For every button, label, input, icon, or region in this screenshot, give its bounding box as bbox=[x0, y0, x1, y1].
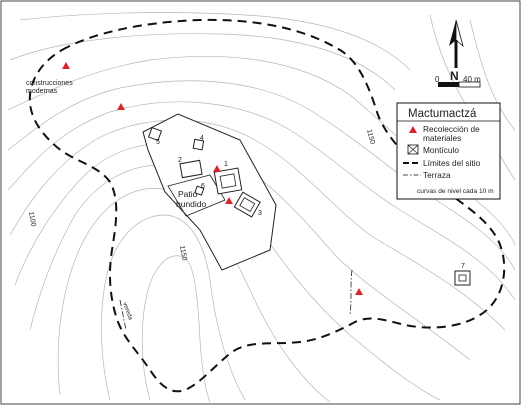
mound-2: 2 bbox=[178, 157, 203, 179]
mound-label: 1 bbox=[224, 161, 228, 168]
mound-3: 3 bbox=[233, 191, 262, 218]
collection-triangle-icon bbox=[62, 62, 70, 69]
scale-end-label: 40 m bbox=[463, 75, 481, 84]
legend-title: Mactumactzá bbox=[408, 108, 477, 120]
mound-5: 5 bbox=[147, 126, 163, 146]
collection-triangle-icon bbox=[117, 103, 125, 110]
mound-label: 6 bbox=[201, 183, 205, 190]
mound-7: 7 bbox=[454, 263, 471, 286]
scale-bar: 0 40 m bbox=[435, 75, 481, 88]
legend-item-label: Límites del sitio bbox=[423, 158, 481, 168]
legend-item-label: Terraza bbox=[423, 170, 451, 180]
mound-6: 6 bbox=[194, 183, 205, 196]
north-label: N bbox=[450, 69, 459, 83]
mound-label: 5 bbox=[156, 139, 160, 146]
scale-start-label: 0 bbox=[435, 75, 440, 84]
terrace-line bbox=[119, 299, 127, 331]
legend-triangle-icon bbox=[409, 126, 417, 133]
main-platform bbox=[142, 113, 277, 271]
collection-triangle-icon bbox=[355, 288, 363, 295]
mound-label: 7 bbox=[461, 263, 465, 270]
legend-item-label: materiales bbox=[423, 133, 461, 143]
patio-label: Patio bbox=[178, 189, 198, 199]
contour-interval-note: curvas de nivel cada 10 m bbox=[417, 188, 494, 195]
mound-4: 4 bbox=[192, 135, 205, 151]
mound-label: 4 bbox=[200, 135, 204, 142]
collection-markers bbox=[62, 62, 363, 295]
legend-item-label: Recolección de bbox=[423, 124, 480, 134]
mound-label: 3 bbox=[258, 210, 262, 217]
legend-item-label: Montículo bbox=[423, 145, 459, 155]
contour-label: 1100 bbox=[27, 211, 37, 227]
mound-1: 1 bbox=[213, 161, 243, 195]
north-arrow-icon: N bbox=[449, 19, 464, 83]
mound-label: 2 bbox=[178, 157, 182, 164]
terrace-line bbox=[349, 269, 353, 316]
patio-label: hundido bbox=[176, 199, 207, 209]
site-boundary bbox=[28, 18, 506, 393]
collection-triangle-icon bbox=[225, 197, 233, 204]
contour-label: 1150 bbox=[365, 129, 376, 145]
collection-triangle-icon bbox=[213, 165, 221, 172]
contour-label: 1150 bbox=[178, 245, 188, 261]
modern-construction-label: modernas bbox=[26, 88, 58, 95]
legend: Mactumactzá Recolección de materiales Mo… bbox=[396, 102, 501, 200]
modern-construction-label: construcciones bbox=[26, 80, 73, 87]
